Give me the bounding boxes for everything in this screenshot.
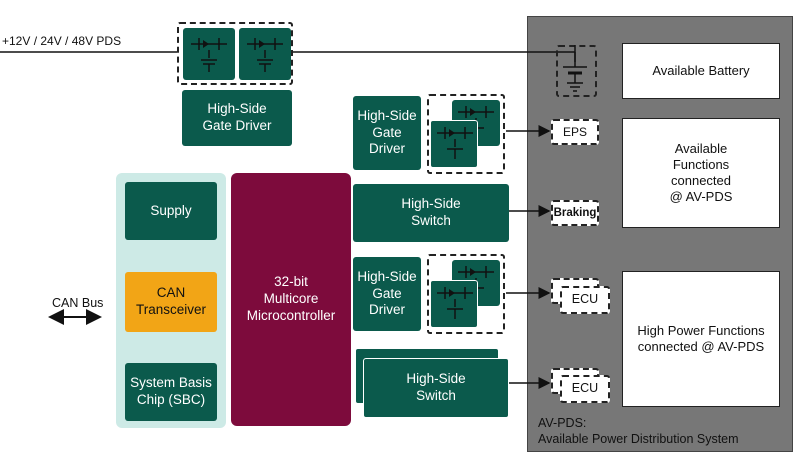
eps-load: EPS: [551, 119, 599, 145]
available-functions-box: Available Functions connected @ AV-PDS: [622, 118, 780, 228]
gate-driver-1: High-Side Gate Driver: [353, 96, 421, 170]
high-power-functions-box: High Power Functions connected @ AV-PDS: [622, 271, 780, 407]
can-transceiver-block: CAN Transceiver: [125, 272, 217, 332]
microcontroller-block: 32-bit Multicore Microcontroller: [231, 173, 351, 426]
gate-driver-2: High-Side Gate Driver: [353, 257, 421, 331]
pds-label: +12V / 24V / 48V PDS: [2, 34, 122, 48]
high-side-switch-1: High-Side Switch: [353, 184, 509, 242]
top-mosfet-group: [177, 22, 293, 85]
battery-icon: [563, 45, 587, 92]
mosfet-group-2: [427, 254, 505, 334]
sbc-block: System Basis Chip (SBC): [125, 363, 217, 421]
available-battery-box: Available Battery: [622, 43, 780, 99]
mosfet-icon: [430, 280, 478, 328]
high-side-switch-2: High-Side Switch: [363, 358, 509, 418]
ecu-1-load: ECU: [560, 286, 610, 314]
battery-group: [556, 45, 597, 97]
gate-driver-top: High-Side Gate Driver: [182, 90, 292, 146]
mosfet-group-1: [427, 94, 505, 174]
braking-load: Braking: [551, 200, 599, 226]
mosfet-icon: [183, 28, 235, 80]
mosfet-icon: [430, 120, 478, 168]
av-pds-caption: AV-PDS: Available Power Distribution Sys…: [538, 416, 739, 446]
supply-block: Supply: [125, 182, 217, 240]
ecu-2-load: ECU: [560, 375, 610, 403]
mosfet-icon: [239, 28, 291, 80]
can-bus-label: CAN Bus: [52, 296, 104, 310]
